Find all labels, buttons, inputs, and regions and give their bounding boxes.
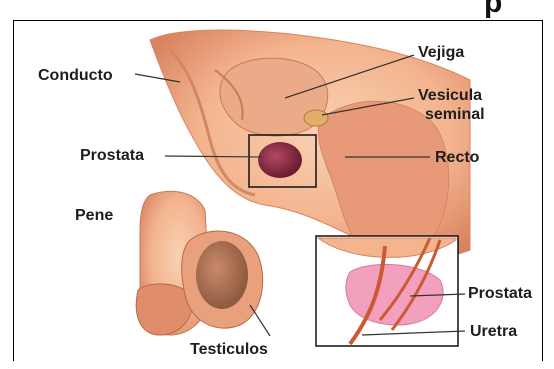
label-conducto: Conducto [38,66,113,85]
prostate-shape [258,142,302,178]
leader-testiculos [250,305,270,336]
label-uretra: Uretra [470,322,517,341]
label-prostata-inset: Prostata [468,284,532,303]
rectum-shape [318,101,448,257]
label-vesicula: Vesicula [418,86,482,105]
label-seminal: seminal [425,105,485,124]
seminal-vesicle-shape [304,110,328,126]
testicle-shape [196,241,248,309]
label-recto: Recto [435,148,479,167]
label-pene: Pene [75,206,113,225]
label-prostata-main: Prostata [80,146,144,165]
label-testiculos: Testiculos [190,340,268,359]
label-vejiga: Vejiga [418,43,464,62]
